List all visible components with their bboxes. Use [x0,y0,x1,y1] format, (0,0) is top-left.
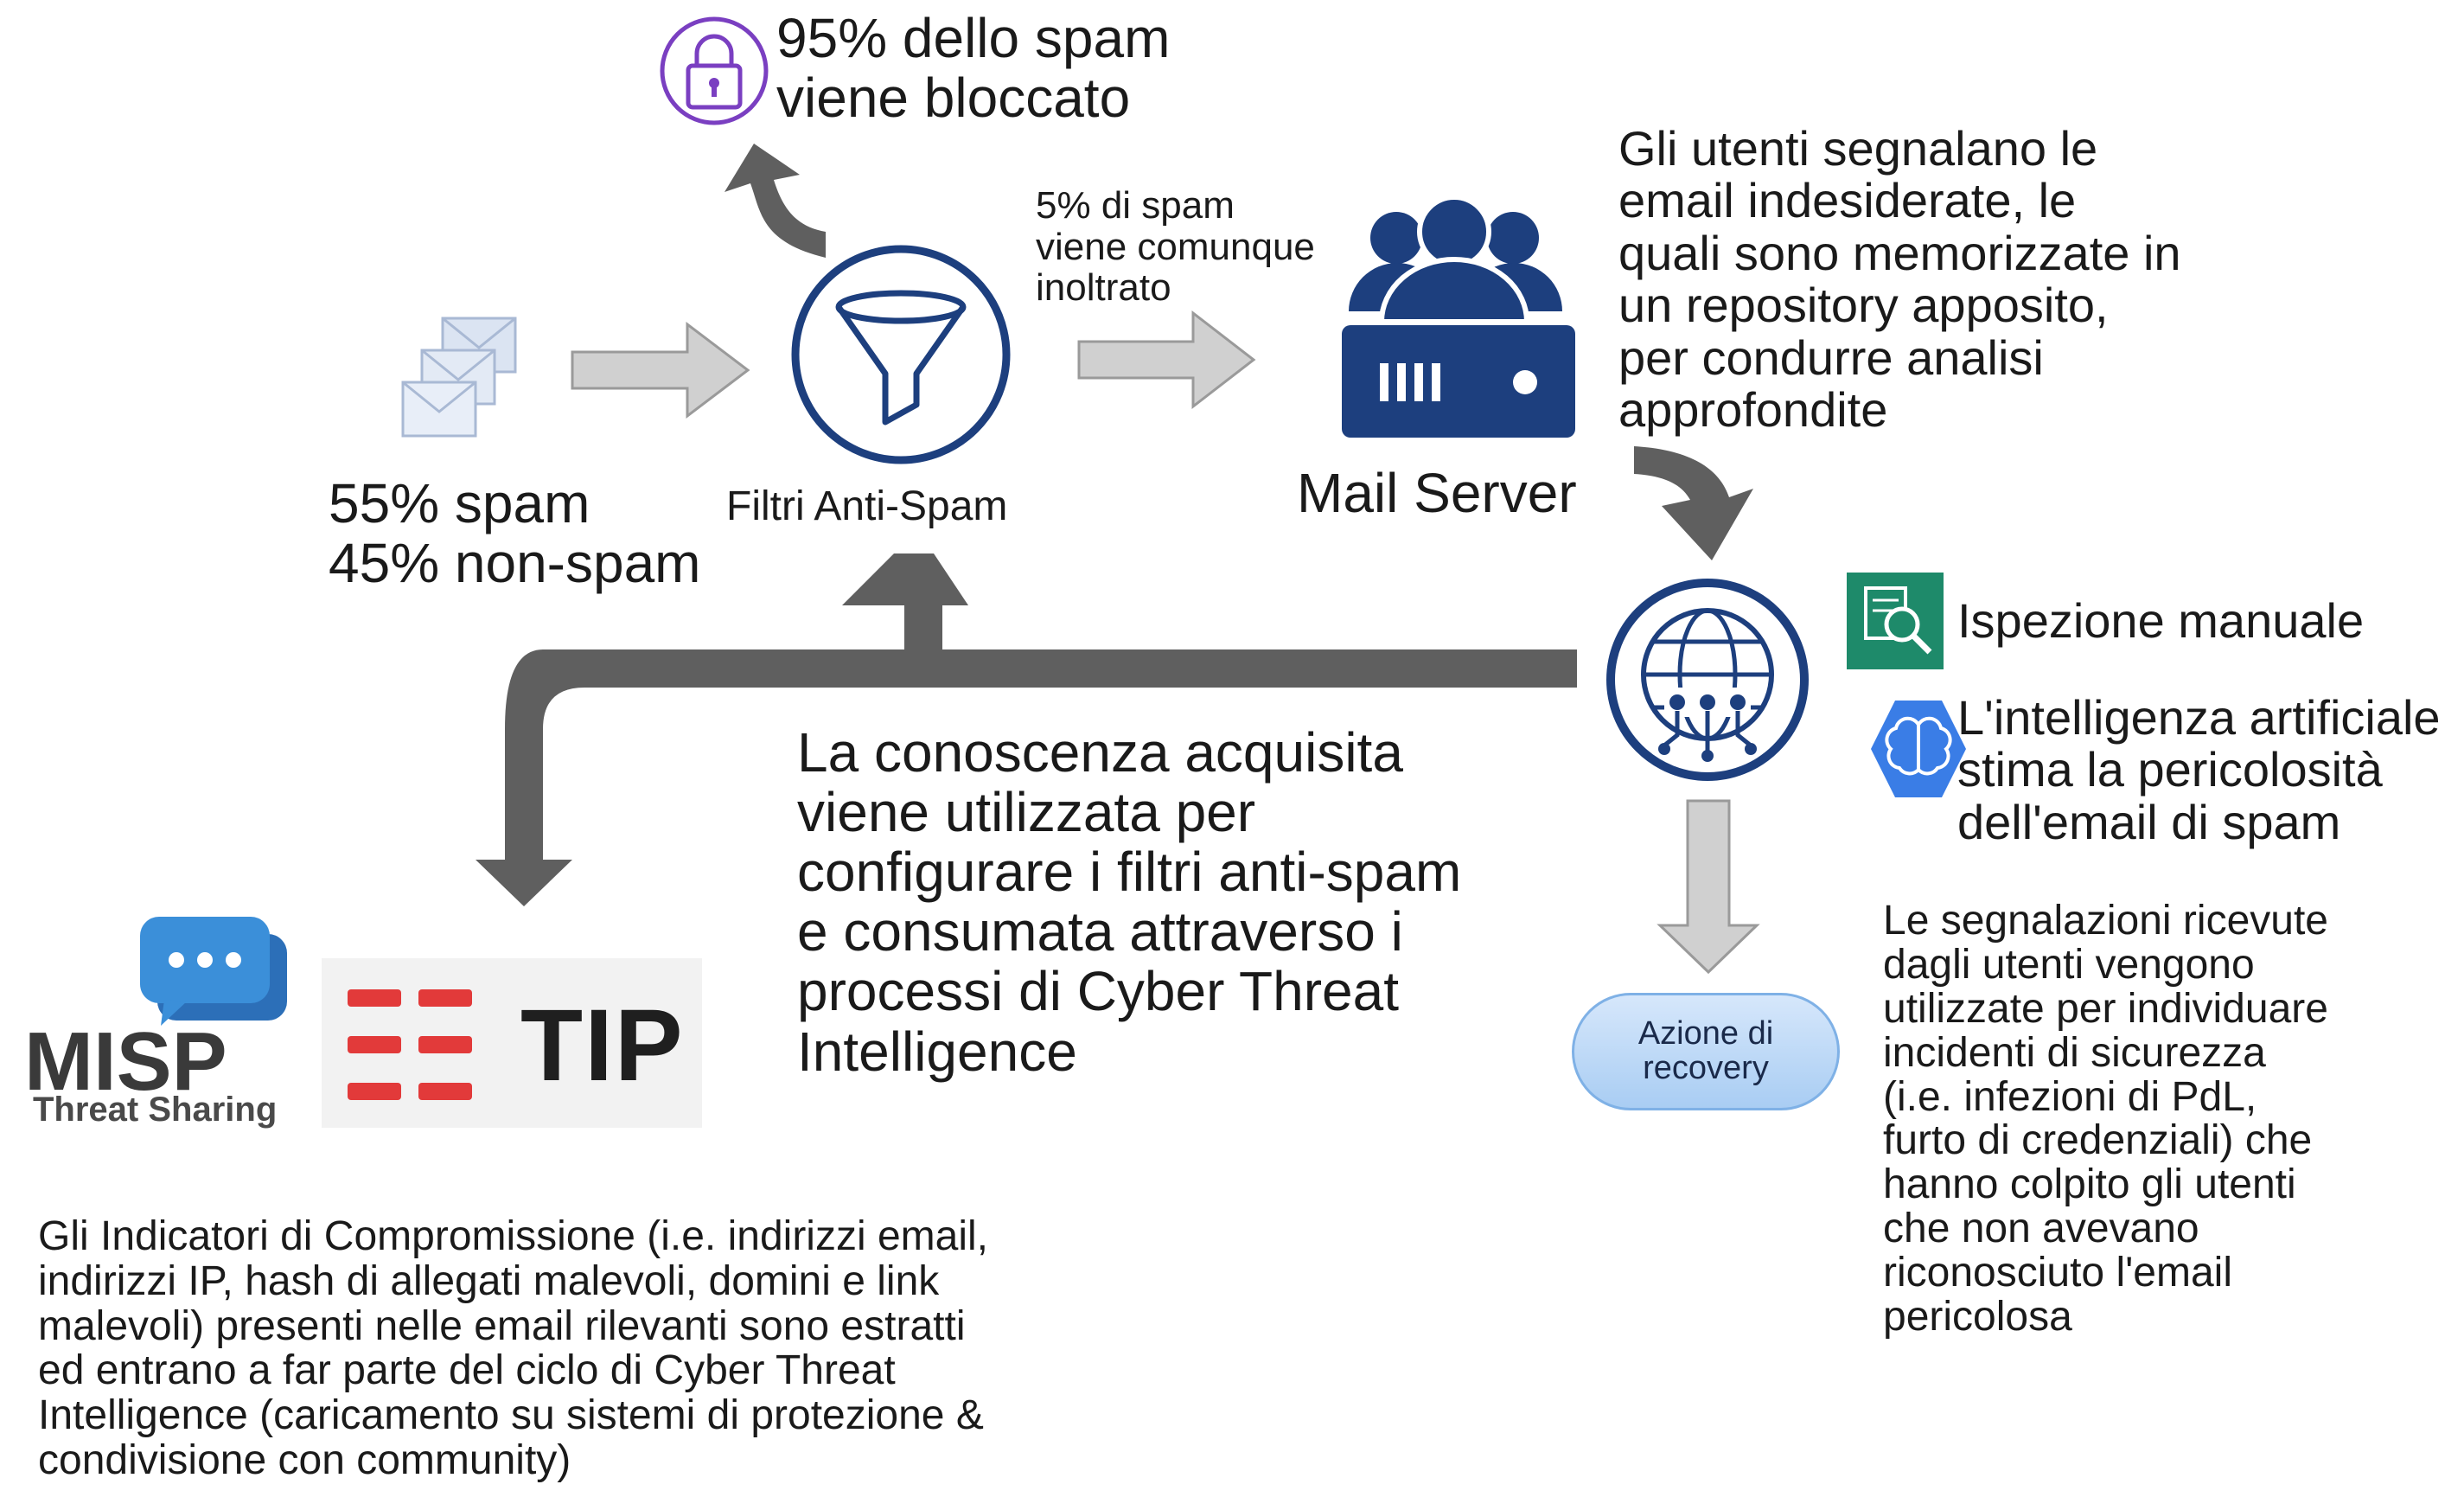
lock-icon [660,16,769,125]
recovery-action-button[interactable]: Azione di recovery [1572,993,1840,1110]
knowledge-reuse-label: La conoscenza acquisita viene utilizzata… [797,721,1462,1083]
blocked-curve-arrow [725,144,826,258]
ai-estimate-label: L'intelligenza artificiale stima la peri… [1957,690,2441,849]
chat-bubbles-icon [140,917,287,1026]
user-reports-label: Le segnalazioni ricevute dagli utenti ve… [1883,898,2328,1340]
manual-inspection-label: Ispezione manuale [1957,593,2365,648]
feedback-arrow [476,553,1577,906]
arrow-to-filter [571,321,750,419]
mail-server-label: Mail Server [1297,462,1577,524]
mail-server-icon [1342,195,1575,438]
tip-logo-text: TIP [520,989,685,1103]
magnifier-document-icon [1847,573,1944,669]
to-repository-curve-arrow [1634,446,1753,560]
tip-red-bars [348,989,472,1100]
spam-forwarded-label: 5% di spam viene comunque inoltrato [1036,184,1315,310]
globe-network-icon [1606,579,1809,781]
arrow-to-mail-server [1077,310,1256,410]
envelopes-icon [401,317,517,438]
arrow-to-recovery [1656,799,1760,975]
misp-tagline: Threat Sharing [33,1091,278,1129]
traffic-mix-label: 55% spam 45% non-spam [329,472,701,595]
misp-logo: MISP [24,1015,227,1108]
tip-logo: TIP [322,958,702,1128]
users-report-label: Gli utenti segnalano le email indesidera… [1618,121,2181,438]
brain-ai-icon [1871,701,1966,797]
spam-blocked-label: 95% dello spam viene bloccato [776,7,1171,130]
ioc-description: Gli Indicatori di Compromissione (i.e. i… [38,1213,989,1484]
funnel-icon [791,245,1011,464]
filter-label: Filtri Anti-Spam [726,483,1008,529]
